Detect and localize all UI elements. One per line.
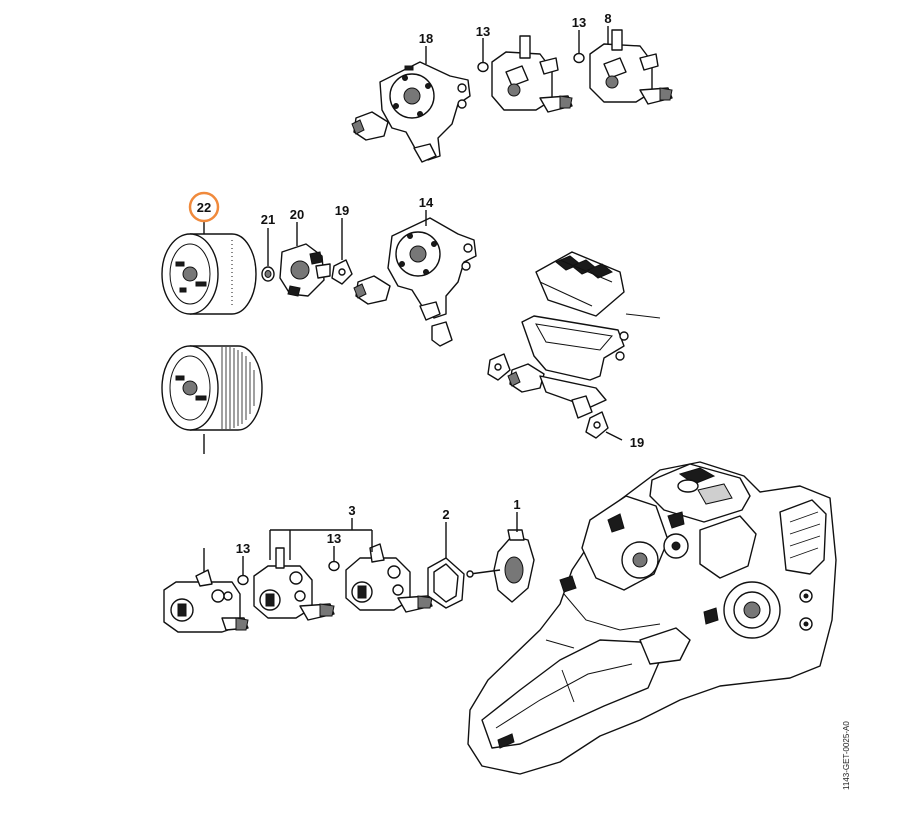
carburetor-13a-set[interactable] bbox=[491, 35, 573, 113]
carburetor-3b[interactable] bbox=[345, 543, 433, 613]
nut-21[interactable] bbox=[261, 266, 275, 282]
intake-flange-1[interactable] bbox=[466, 529, 535, 603]
callout-19: 19 bbox=[630, 435, 644, 450]
gasket-19-left[interactable] bbox=[487, 353, 511, 381]
callout-13: 13 bbox=[476, 24, 490, 39]
callout-22: 22 bbox=[197, 200, 211, 215]
carburetor-bottom-left[interactable] bbox=[163, 569, 249, 633]
drawing-code: 1143-GET-0025-A0 bbox=[842, 721, 851, 790]
o-ring-13b[interactable] bbox=[573, 52, 585, 64]
callout-18: 18 bbox=[419, 31, 433, 46]
callout-2: 2 bbox=[442, 507, 449, 522]
callout-14: 14 bbox=[419, 195, 434, 210]
carburetor-with-elbow-assembly-18[interactable] bbox=[351, 61, 471, 163]
carburetor-8[interactable] bbox=[589, 29, 673, 105]
gasket-19a[interactable] bbox=[331, 259, 353, 285]
callout-21: 21 bbox=[261, 212, 275, 227]
filter-cover-shroud[interactable] bbox=[535, 251, 625, 317]
gasket-2[interactable] bbox=[427, 557, 465, 609]
elbow-connector-14[interactable] bbox=[353, 217, 477, 347]
o-ring-13c[interactable] bbox=[237, 574, 249, 586]
o-ring-13d[interactable] bbox=[328, 560, 340, 572]
gasket-19b[interactable] bbox=[585, 411, 609, 439]
callout-22-highlight[interactable]: 22 bbox=[188, 191, 220, 223]
air-filter-22[interactable] bbox=[161, 233, 257, 315]
air-filter-alt[interactable] bbox=[161, 345, 263, 431]
chainsaw-powerhead-housing[interactable] bbox=[467, 461, 837, 775]
callout-13: 13 bbox=[572, 15, 586, 30]
callout-8: 8 bbox=[604, 11, 611, 26]
callout-13: 13 bbox=[327, 531, 341, 546]
callout-13: 13 bbox=[236, 541, 250, 556]
carburetor-3a[interactable] bbox=[253, 547, 335, 621]
o-ring-13a[interactable] bbox=[477, 61, 489, 73]
callout-1: 1 bbox=[513, 497, 520, 512]
intake-manifold-assembly[interactable] bbox=[507, 313, 661, 419]
callout-3: 3 bbox=[348, 503, 355, 518]
callout-19: 19 bbox=[335, 203, 349, 218]
callout-20: 20 bbox=[290, 207, 304, 222]
filter-bracket-20[interactable] bbox=[279, 243, 331, 297]
